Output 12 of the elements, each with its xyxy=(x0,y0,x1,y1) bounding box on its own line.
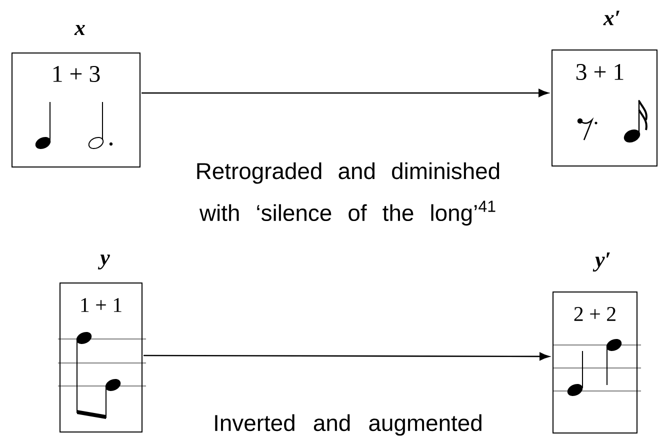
duration-sum: 2 + 2 xyxy=(574,307,616,321)
edge-label: Retrograded and diminished with ‘silence of the long’$^{41}$ xyxy=(197,162,500,226)
cell-heading: y′ xyxy=(592,252,610,272)
duration-sum: 1 + 1 xyxy=(81,298,122,312)
cell-heading: y xyxy=(98,254,110,270)
duration-sum: 3 + 1 xyxy=(576,64,624,80)
arrow xyxy=(142,88,548,97)
cell-heading: x xyxy=(74,24,85,36)
arrow xyxy=(144,352,550,360)
edge-label: Inverted and augmented xyxy=(215,414,482,436)
cell-heading: x′ xyxy=(603,10,620,26)
duration-sum: 1 + 3 xyxy=(53,66,100,82)
